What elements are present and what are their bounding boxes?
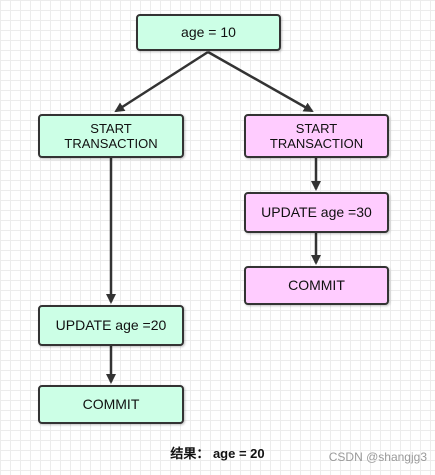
node-start-transaction-b: START TRANSACTION [244, 114, 389, 158]
node-commit-b: COMMIT [244, 266, 389, 305]
node-start-transaction-a: START TRANSACTION [38, 114, 184, 158]
edge-root-to-start-b [207, 50, 314, 113]
node-update-age-a: UPDATE age =20 [38, 305, 184, 346]
result-text: 结果： age = 20 [170, 446, 265, 461]
node-commit-a: COMMIT [38, 385, 184, 424]
node-initial-age: age = 10 [136, 14, 281, 51]
node-initial-age-label: age = 10 [181, 24, 236, 40]
node-commit-a-label: COMMIT [82, 396, 140, 412]
node-update-age-b: UPDATE age =30 [244, 192, 389, 233]
node-update-age-a-label: UPDATE age =20 [55, 317, 167, 333]
node-start-transaction-a-label: START TRANSACTION [64, 121, 158, 151]
edge-root-to-start-a [114, 50, 209, 113]
node-commit-b-label: COMMIT [288, 277, 345, 293]
node-update-age-b-label: UPDATE age =30 [261, 204, 372, 220]
node-start-transaction-b-label: START TRANSACTION [269, 121, 364, 151]
watermark-text: CSDN @shangjg3 [328, 450, 427, 464]
